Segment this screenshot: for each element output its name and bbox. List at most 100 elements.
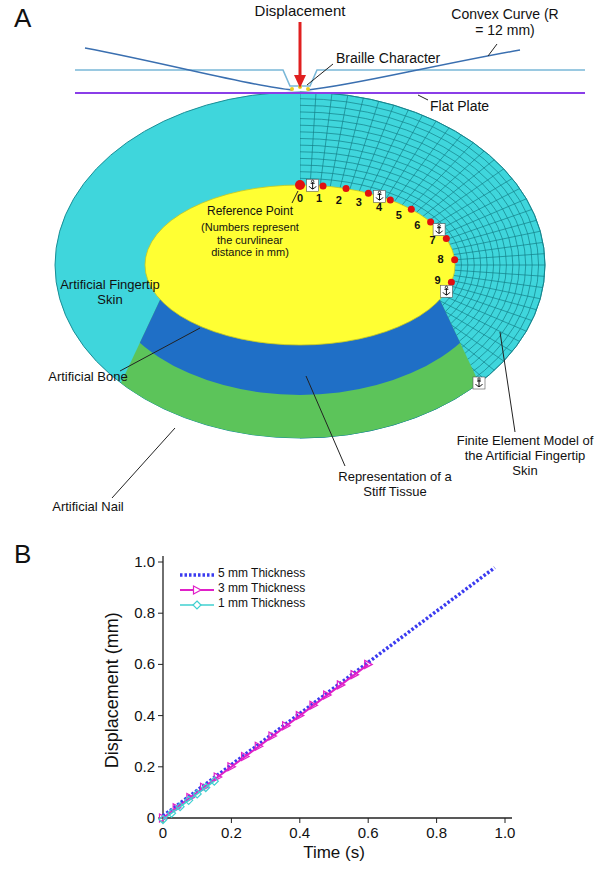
data-marker [202,784,210,792]
tick-label: 0.2 [211,824,251,841]
braille-dot [306,87,310,91]
leader-line [418,95,428,100]
leader-line [306,376,345,466]
tick-label: 1.0 [485,824,525,841]
mesh-spoke [455,270,545,276]
leader-lines [112,44,515,498]
tick-mark [368,818,369,823]
tick-label: 0.6 [348,824,388,841]
callout-number: 2 [329,194,349,207]
mesh-spoke [450,286,537,310]
mesh-spoke [454,242,543,254]
data-marker [337,681,345,689]
part-label: Finite Element Model of the Artificial F… [455,434,595,479]
anchor-box [433,224,445,236]
mesh-spoke [320,93,332,185]
displacement-chart [158,556,512,824]
part-label: Convex Curve (R = 12 mm) [450,6,560,38]
leader-line [120,328,200,371]
anchor-ring [445,286,447,288]
mesh-spoke [386,121,436,198]
part-label: (Numbers represent the curvlinear distan… [195,221,305,259]
data-marker [176,803,184,811]
callout-number: 8 [431,253,451,266]
data-line [163,664,368,818]
callout-number: 4 [369,201,389,214]
leader-line [112,428,175,498]
reference-point-dot [451,256,458,263]
legend-text: 5 mm Thickness [218,567,305,581]
data-marker [365,660,373,668]
mesh-ring [300,92,545,438]
anchor-ring [311,180,313,182]
braille-dot [290,87,294,91]
data-marker [193,790,201,798]
anchor-symbol [473,377,485,389]
mesh-spoke [454,275,543,287]
mesh-spoke [439,188,520,229]
part-label: Artificial Nail [48,500,128,515]
mesh-spoke [423,160,494,217]
tick-mark [158,715,163,716]
data-marker [168,809,176,817]
callout-number: 6 [407,219,427,232]
axis-title: Time (s) [284,843,384,863]
anchor-box [307,179,319,191]
tick-mark [158,766,163,767]
axis-title: Displacement (mm) [102,590,123,790]
part-label: Braille Character [336,50,466,66]
data-marker [242,753,250,761]
tick-mark [436,818,437,823]
anchor-ring [438,224,440,226]
data-marker [185,796,193,804]
mesh-spoke [443,296,526,332]
anchor-ring [378,191,380,193]
leader-line [307,64,333,85]
fe-mesh [300,92,545,438]
legend-text: 3 mm Thickness [218,582,305,596]
mesh-spoke [417,151,485,212]
displacement-arrow [299,22,302,77]
anchor-box [374,190,386,202]
data-marker [255,742,263,750]
anchor-glyph [436,227,443,234]
reference-point-dot [408,206,415,213]
mesh-spoke [410,143,474,209]
part-label: Artificial Fingertip Skin [60,278,160,308]
braille-plate [75,70,585,86]
mesh-spoke [402,135,461,205]
reference-point-dot [343,185,350,192]
skin-outline [55,92,545,438]
mesh-spoke [310,92,316,185]
leader-line [500,332,515,432]
tick-mark [299,818,300,823]
tick-mark [158,613,163,614]
mesh-spoke [455,254,545,260]
anchor-box [473,377,485,389]
callout-number: 5 [389,209,409,222]
anchor-ring [478,378,480,380]
nail-shape [55,92,545,438]
tick-mark [231,818,232,823]
data-marker [159,816,167,824]
leader-line [488,44,497,56]
mesh-spoke [350,101,379,189]
mesh-spoke [452,231,540,249]
data-line [163,568,495,816]
legend-text: 1 mm Thickness [218,597,305,611]
reference-point-dot [320,182,327,189]
displacement-arrowhead [294,75,306,88]
convex-curve [85,48,520,90]
data-line [163,781,214,819]
mesh-spoke [300,92,301,185]
tick-mark [158,562,163,563]
tick-label: 1.0 [115,553,155,570]
fingertip-model [55,92,545,438]
x-axis [163,817,512,818]
anchor-glyph [376,193,383,200]
panel-letter: B [14,540,44,570]
legend-marker [193,601,201,609]
data-marker [269,732,277,740]
part-label: Reference Point [195,205,305,219]
reference-point-dot [448,279,455,286]
